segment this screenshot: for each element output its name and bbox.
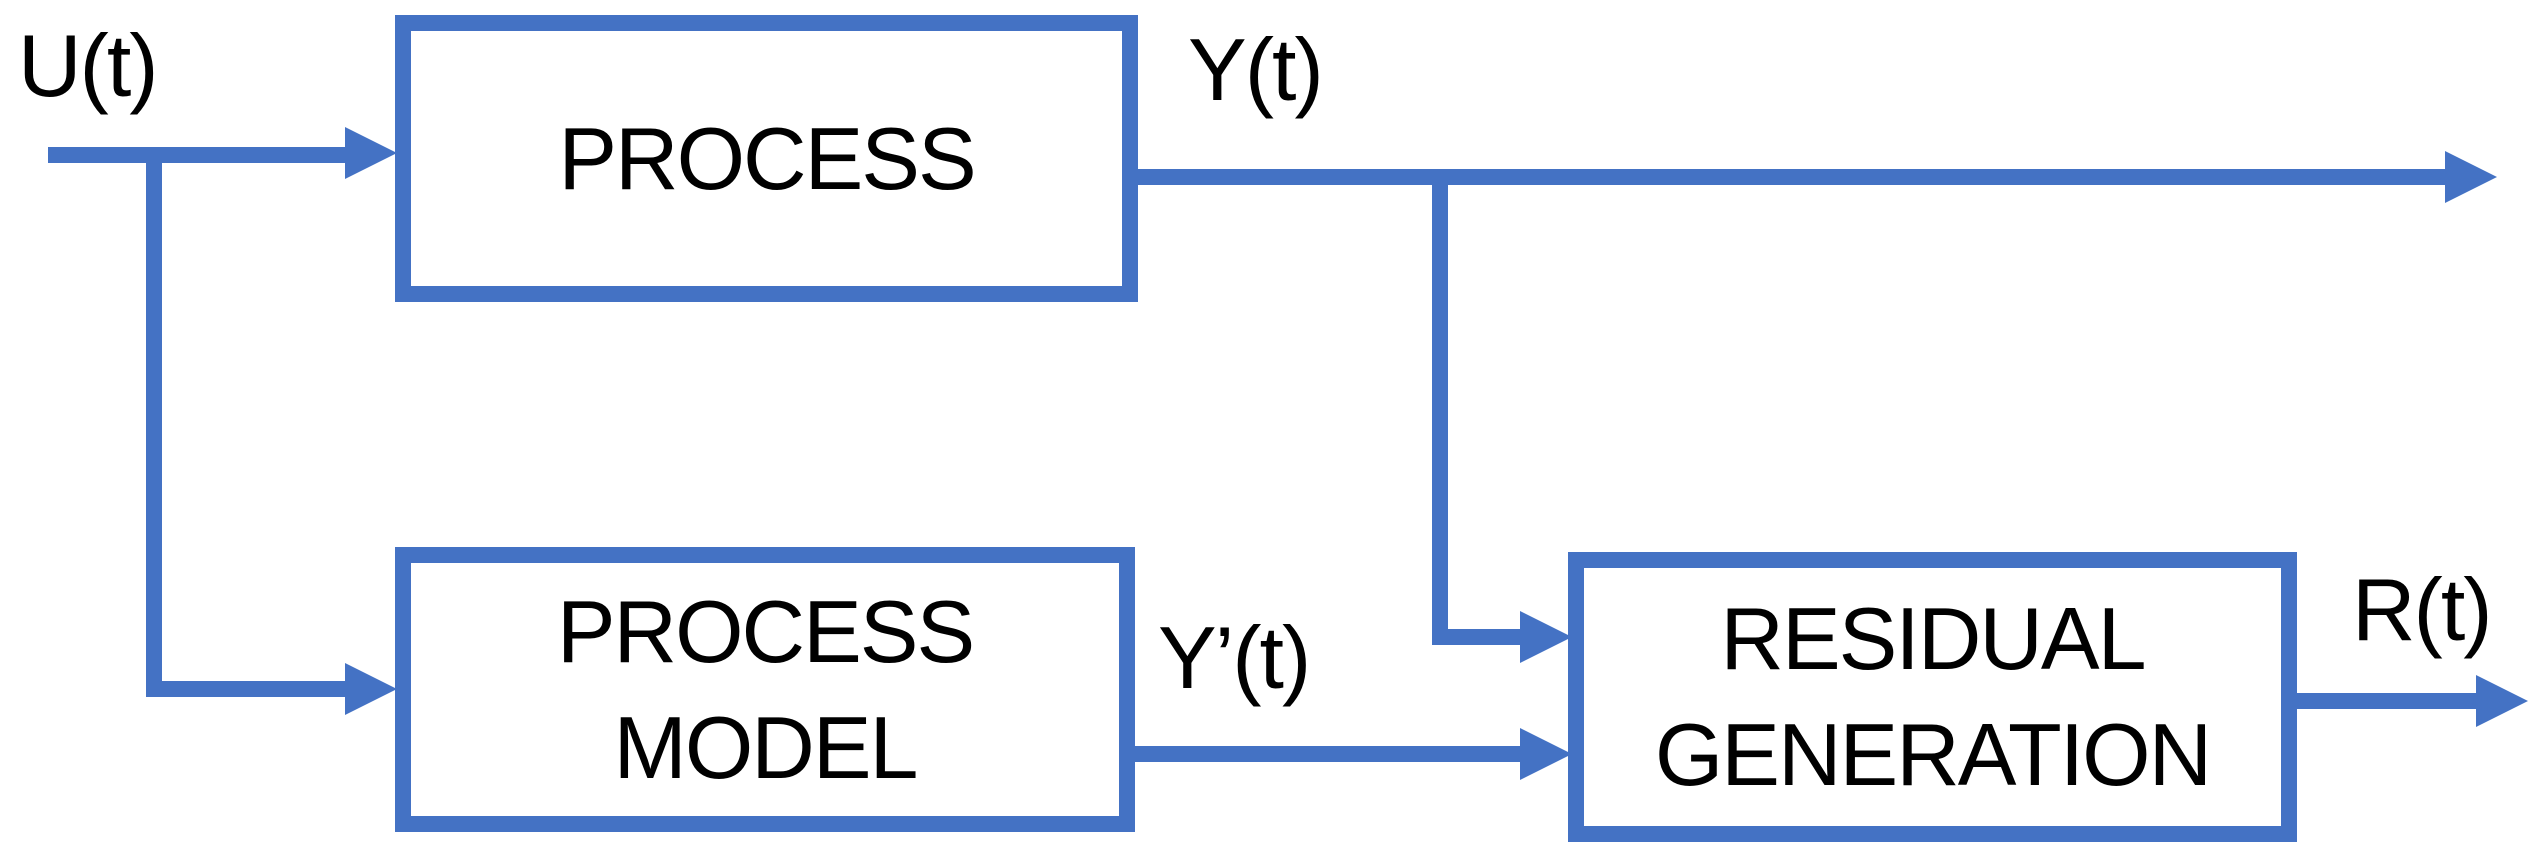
u-input-line bbox=[48, 147, 345, 163]
y-prime-line bbox=[1127, 746, 1520, 762]
residual-generation-block-label-line2: GENERATION bbox=[1654, 705, 2212, 804]
y-prime-arrowhead-icon bbox=[1520, 728, 1572, 780]
y-branch-arrowhead-icon bbox=[1520, 611, 1572, 663]
residual-generation-block-label-line1: RESIDUAL bbox=[1720, 589, 2146, 688]
process-model-block-label-line1: PROCESS bbox=[556, 581, 975, 681]
u-signal-label: U(t) bbox=[18, 16, 159, 115]
u-branch-vertical-line bbox=[146, 147, 162, 697]
process-block-label: PROCESS bbox=[558, 108, 976, 208]
y-signal-label: Y(t) bbox=[1188, 20, 1324, 119]
u-branch-horizontal-line bbox=[146, 681, 345, 697]
y-branch-vertical-line bbox=[1432, 169, 1448, 645]
y-output-line bbox=[1130, 169, 2445, 185]
y-output-arrowhead-icon bbox=[2445, 151, 2497, 203]
u-branch-arrowhead-icon bbox=[345, 663, 397, 715]
r-output-arrowhead-icon bbox=[2476, 675, 2528, 727]
process-block: PROCESS bbox=[395, 15, 1138, 302]
y-prime-signal-label: Y’(t) bbox=[1158, 608, 1311, 707]
y-branch-horizontal-line bbox=[1432, 629, 1520, 645]
u-input-arrowhead-icon bbox=[345, 127, 397, 179]
r-signal-label: R(t) bbox=[2352, 560, 2493, 659]
process-model-block: PROCESS MODEL bbox=[395, 547, 1135, 832]
residual-generation-block: RESIDUAL GENERATION bbox=[1568, 552, 2297, 842]
r-output-line bbox=[2290, 693, 2476, 709]
process-model-block-label-line2: MODEL bbox=[613, 697, 919, 797]
